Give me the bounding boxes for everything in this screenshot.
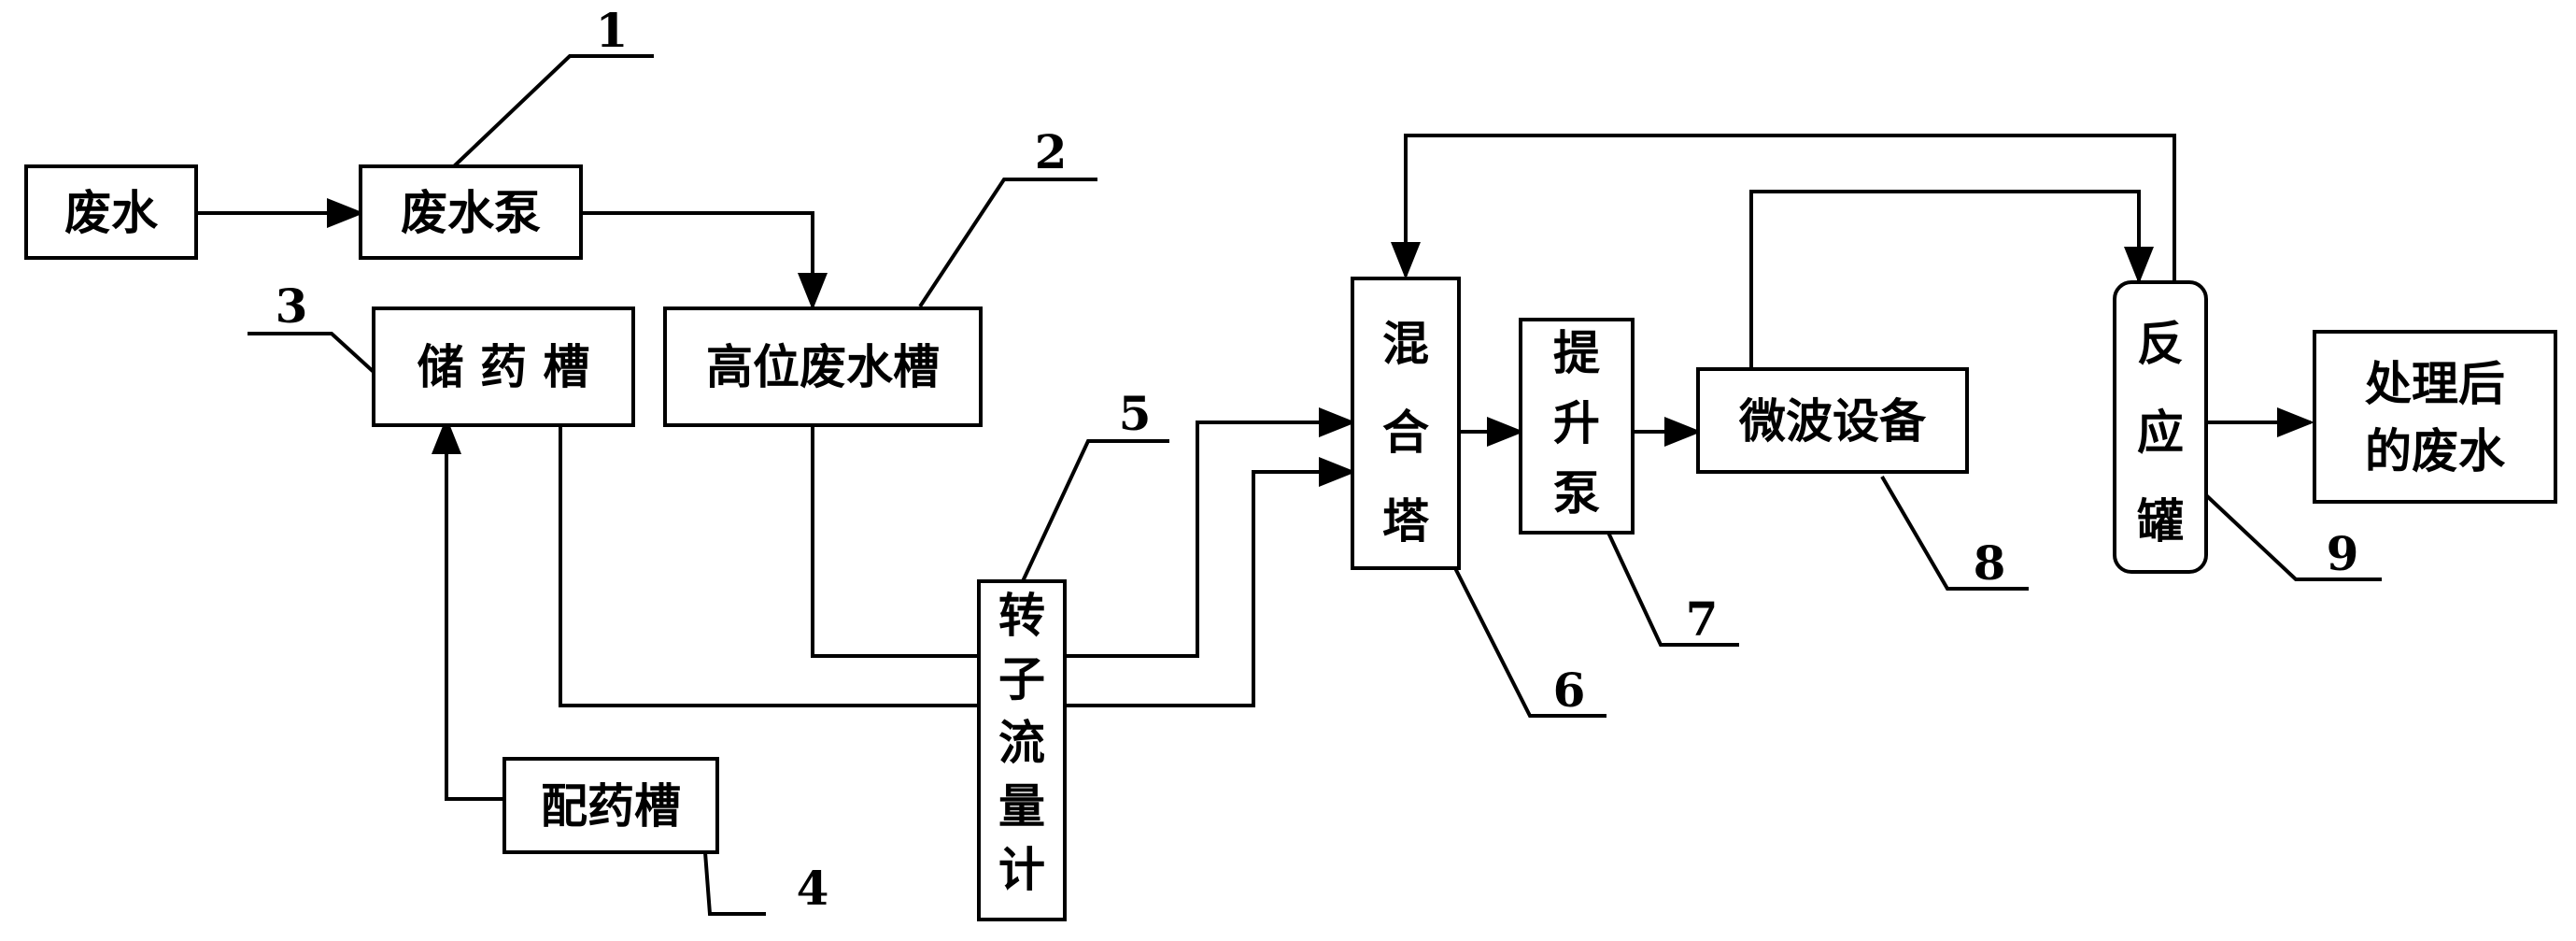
rotameter-char: 量 [998,779,1045,834]
reference-numbers: 1 2 3 4 5 6 7 8 9 [276,3,2359,916]
label-4: 4 [797,861,829,916]
leader-3 [248,332,375,374]
flow-high-tank-to-rotameter [811,425,979,658]
reaction-tank-char: 应 [2137,406,2184,460]
leader-4 [703,851,766,916]
label-2: 2 [1035,124,1068,179]
label-9: 9 [2327,526,2359,581]
node-dosing-tank-label: 配药槽 [541,779,681,834]
label-6: 6 [1553,663,1586,718]
flow-pump-to-high-tank [581,211,828,310]
reaction-tank-char: 罐 [2137,494,2184,549]
rotameter-char: 计 [998,843,1045,897]
label-1: 1 [596,3,629,58]
node-reaction-tank: 反 应 罐 [2113,280,2208,574]
leader-5 [1021,439,1169,582]
mixing-tower-char: 混 [1382,317,1429,371]
reaction-tank-char: 反 [2137,317,2184,371]
node-treated-wastewater: 处理后 的废水 [2313,330,2557,504]
flow-microwave-to-reactor [1749,190,2154,369]
rotameter-char: 流 [998,716,1045,770]
node-high-wastewater-tank-label: 高位废水槽 [706,340,940,394]
flow-reactor-recycle-to-mixer [1391,134,2176,280]
label-5: 5 [1119,386,1152,441]
lift-pump-char: 提 [1553,326,1600,380]
node-microwave-equipment-label: 微波设备 [1738,394,1927,449]
flow-storage-to-rotameter [559,425,979,707]
leader-1 [452,54,654,168]
flow-rotameter-to-mixer-lower [1065,457,1356,707]
node-mixing-tower: 混 合 塔 [1351,277,1461,570]
label-8: 8 [1974,535,2006,591]
lift-pump-char: 升 [1553,396,1600,450]
label-7: 7 [1686,592,1719,647]
leader-lines [248,54,2382,916]
mixing-tower-char: 合 [1382,406,1429,460]
node-rotameter: 转 子 流 量 计 [977,579,1067,921]
leader-2 [918,178,1097,308]
rotameter-char: 子 [998,652,1045,706]
leader-6 [1453,567,1606,718]
flow-rotameter-to-mixer-upper [1065,407,1356,658]
node-dosing-tank: 配药槽 [502,757,719,854]
node-wastewater-pump-label: 废水泵 [401,186,541,240]
treated-wastewater-line: 处理后 [2365,357,2505,411]
mixing-tower-char: 塔 [1382,494,1430,549]
node-lift-pump: 提 升 泵 [1519,318,1635,535]
node-wastewater-pump: 废水泵 [359,164,583,260]
node-storage-tank-label: 储 药 槽 [418,340,590,394]
treated-wastewater-line: 的废水 [2365,424,2506,478]
leader-7 [1606,532,1739,647]
rotameter-char: 转 [998,589,1045,643]
node-wastewater: 废水 [24,164,198,260]
flow-dosing-to-storage [432,417,504,801]
node-high-wastewater-tank: 高位废水槽 [663,307,983,427]
lift-pump-char: 泵 [1553,466,1600,520]
node-microwave-equipment: 微波设备 [1696,367,1969,474]
label-3: 3 [276,278,308,334]
leader-9 [2204,493,2382,581]
node-storage-tank: 储 药 槽 [372,307,635,427]
leader-8 [1880,475,2029,591]
node-wastewater-label: 废水 [64,186,159,240]
connections [196,134,2314,801]
